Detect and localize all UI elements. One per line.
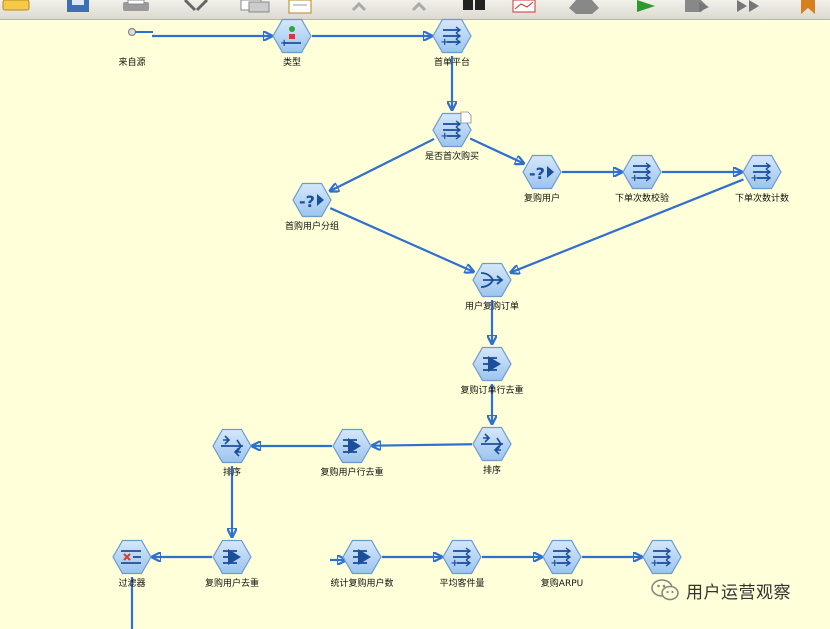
node-label-sort1: 排序 xyxy=(482,466,501,476)
svg-text:-?: -? xyxy=(299,192,315,211)
node-last[interactable]: + xyxy=(641,536,683,578)
svg-text:-?: -? xyxy=(529,164,545,183)
toolbar xyxy=(0,0,830,20)
node-avg-order[interactable]: + xyxy=(441,536,483,578)
copy-icon[interactable] xyxy=(239,0,273,14)
node-label-repeat-user: 复购用户 xyxy=(523,194,560,204)
node-label-merge: 用户复购订单 xyxy=(464,302,519,312)
open-folder-icon[interactable] xyxy=(0,0,31,14)
svg-text:+: + xyxy=(451,558,459,569)
derive-icon: + xyxy=(432,18,472,54)
node-sort2[interactable] xyxy=(211,425,253,467)
node-sort1[interactable] xyxy=(471,423,513,465)
svg-text:+: + xyxy=(751,173,759,184)
sort-icon xyxy=(212,428,252,464)
node-arpu[interactable]: + xyxy=(541,536,583,578)
node-label-dedup3: 复购用户去重 xyxy=(204,579,259,589)
derive-icon: + xyxy=(642,539,682,575)
connection-order_count-to-merge xyxy=(511,178,744,272)
svg-text:+: + xyxy=(441,37,449,48)
node-label-dedup2: 复购用户行去重 xyxy=(320,468,384,478)
connection-first_group-to-merge xyxy=(329,207,473,271)
stream-canvas[interactable]: 来自源 + 类型 + 首单平台 xyxy=(0,18,830,629)
node-source[interactable] xyxy=(111,15,153,57)
node-label-filter: 过滤器 xyxy=(118,579,146,589)
node-label-is-first: 是否首次购买 xyxy=(424,152,479,162)
node-label-first-group: 首购用户分组 xyxy=(284,222,339,232)
node-order-verify[interactable]: + xyxy=(621,151,663,193)
distinct-icon xyxy=(332,428,372,464)
redo-icon[interactable] xyxy=(403,0,437,14)
derive-icon: + xyxy=(622,154,662,190)
select-icon: -? xyxy=(522,154,562,190)
node-label-count-repeat: 统计复购用户数 xyxy=(330,579,394,589)
node-repeat-user[interactable]: -? xyxy=(521,151,563,193)
run-selection-icon[interactable] xyxy=(679,0,713,14)
node-label-source: 来自源 xyxy=(118,58,146,68)
node-label-avg-order: 平均客件量 xyxy=(439,579,485,589)
derive-icon: + xyxy=(432,111,472,148)
merge-icon xyxy=(472,262,512,298)
node-dedup2[interactable] xyxy=(331,425,373,467)
cut-scissors-icon[interactable] xyxy=(179,0,213,14)
distinct-icon xyxy=(212,539,252,575)
watermark-text: 用户运营观察 xyxy=(686,582,791,603)
derive-icon: + xyxy=(442,539,482,575)
run-play-icon[interactable] xyxy=(627,0,661,14)
save-disk-icon[interactable] xyxy=(61,0,95,14)
node-is-first[interactable]: + xyxy=(431,109,473,151)
filter-icon xyxy=(112,539,152,575)
node-label-first-order: 首单平台 xyxy=(433,58,470,68)
connection-sort1-to-dedup2 xyxy=(373,444,473,445)
svg-text:+: + xyxy=(441,131,449,142)
print-icon[interactable] xyxy=(119,0,153,14)
node-label-dedup1: 复购订单行去重 xyxy=(460,386,524,396)
node-dedup1[interactable] xyxy=(471,343,513,385)
stream-connections xyxy=(130,20,744,629)
node-dedup3[interactable] xyxy=(211,536,253,578)
derive-icon: + xyxy=(542,539,582,575)
svg-text:+: + xyxy=(551,558,559,569)
svg-text:+: + xyxy=(280,38,288,49)
node-first-order[interactable]: + xyxy=(431,15,473,57)
svg-text:+: + xyxy=(631,173,639,184)
node-label-type: 类型 xyxy=(282,58,301,68)
node-order-count[interactable]: + xyxy=(741,151,783,193)
node-count-repeat[interactable] xyxy=(341,536,383,578)
node-label-sort2: 排序 xyxy=(222,468,241,478)
derive-icon: + xyxy=(742,154,782,190)
node-label-order-verify: 下单次数校验 xyxy=(614,194,669,204)
type-icon: + xyxy=(272,18,312,54)
node-filter[interactable] xyxy=(111,536,153,578)
select-icon: -? xyxy=(292,182,332,218)
svg-text:+: + xyxy=(651,558,659,569)
chart-icon[interactable] xyxy=(507,0,541,14)
distinct-icon xyxy=(472,346,512,382)
node-merge[interactable] xyxy=(471,259,513,301)
node-label-arpu: 复购ARPU xyxy=(540,579,584,589)
wechat-icon xyxy=(651,579,679,601)
connection-is_first-to-repeat_user xyxy=(469,137,523,163)
node-first-group[interactable]: -? xyxy=(291,179,333,221)
sort-icon xyxy=(472,426,512,462)
bookmark-icon[interactable] xyxy=(791,0,825,14)
node-type[interactable]: + xyxy=(271,15,313,57)
node-palette-icon[interactable] xyxy=(457,0,491,14)
step-icon[interactable] xyxy=(731,0,765,14)
paste-clipboard-icon[interactable] xyxy=(283,0,317,14)
distinct-icon xyxy=(342,539,382,575)
node-label-order-count: 下单次数计数 xyxy=(734,194,789,204)
connection-is_first-to-first_group xyxy=(331,137,435,191)
watermark: 用户运营观察 xyxy=(650,577,791,603)
undo-icon[interactable] xyxy=(343,0,377,14)
source-icon xyxy=(127,27,153,37)
stop-hexagon-icon[interactable] xyxy=(567,0,601,14)
